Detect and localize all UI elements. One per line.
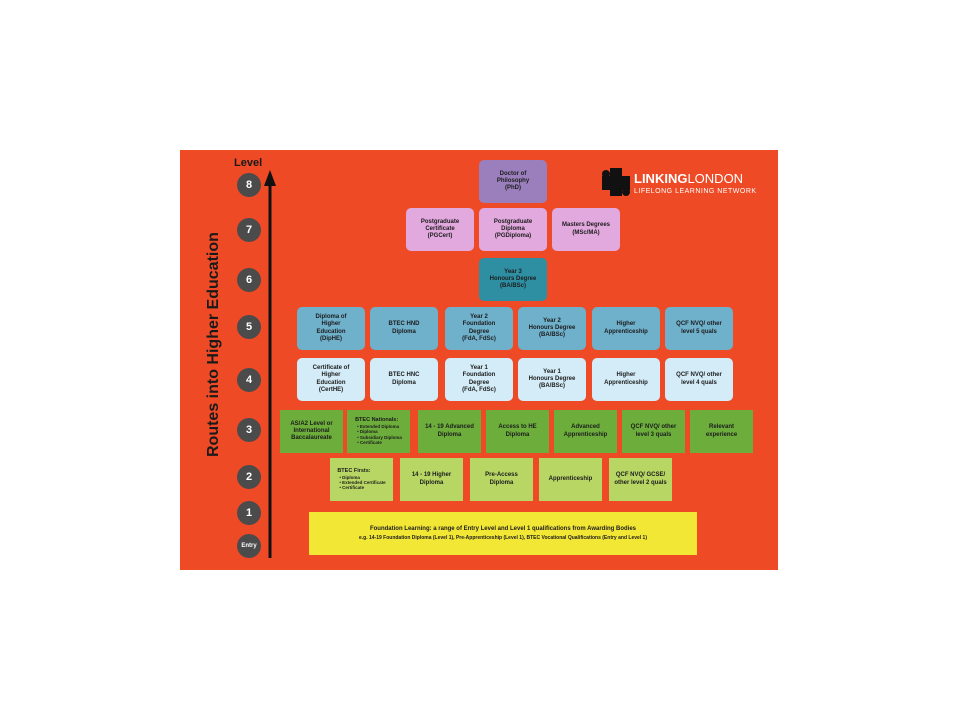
level-7-marker: 7	[237, 218, 261, 242]
vertical-title: Routes into Higher Education	[205, 232, 222, 457]
level-3-marker: 3	[237, 418, 261, 442]
logo-tagline: LIFELONG LEARNING NETWORK	[634, 188, 757, 195]
qcf-nvq-gcse-level-2-box: QCF NVQ/ GCSE/other level 2 quals	[609, 458, 672, 501]
level-4-marker: 4	[237, 368, 261, 392]
level-5-marker: 5	[237, 315, 261, 339]
puzzle-logo-icon	[602, 168, 630, 196]
routes-diagram: Routes into Higher Education Level 8 7 6…	[180, 150, 778, 570]
logo-wordmark: LINKINGLONDON	[634, 171, 744, 186]
apprenticeship-box: Apprenticeship	[539, 458, 602, 501]
btec-firsts-box: BTEC Firsts: • Diploma • Extended Certif…	[330, 458, 393, 501]
level-2-marker: 2	[237, 465, 261, 489]
level-1-marker: 1	[237, 501, 261, 525]
linking-london-logo: LINKINGLONDON LIFELONG LEARNING NETWORK	[600, 166, 770, 206]
level-6-marker: 6	[237, 268, 261, 292]
btec-nationals-box: BTEC Nationals: • Extended Diploma • Dip…	[347, 410, 410, 453]
level-axis-title: Level	[234, 157, 263, 169]
foundation-learning-box: Foundation Learning: a range of Entry Le…	[309, 512, 697, 555]
masters-degrees-box: Masters Degrees(MSc/MA)	[552, 208, 620, 251]
level-8-marker: 8	[237, 173, 261, 197]
entry-level-marker: Entry	[237, 534, 261, 558]
upward-arrow-icon	[264, 170, 276, 558]
